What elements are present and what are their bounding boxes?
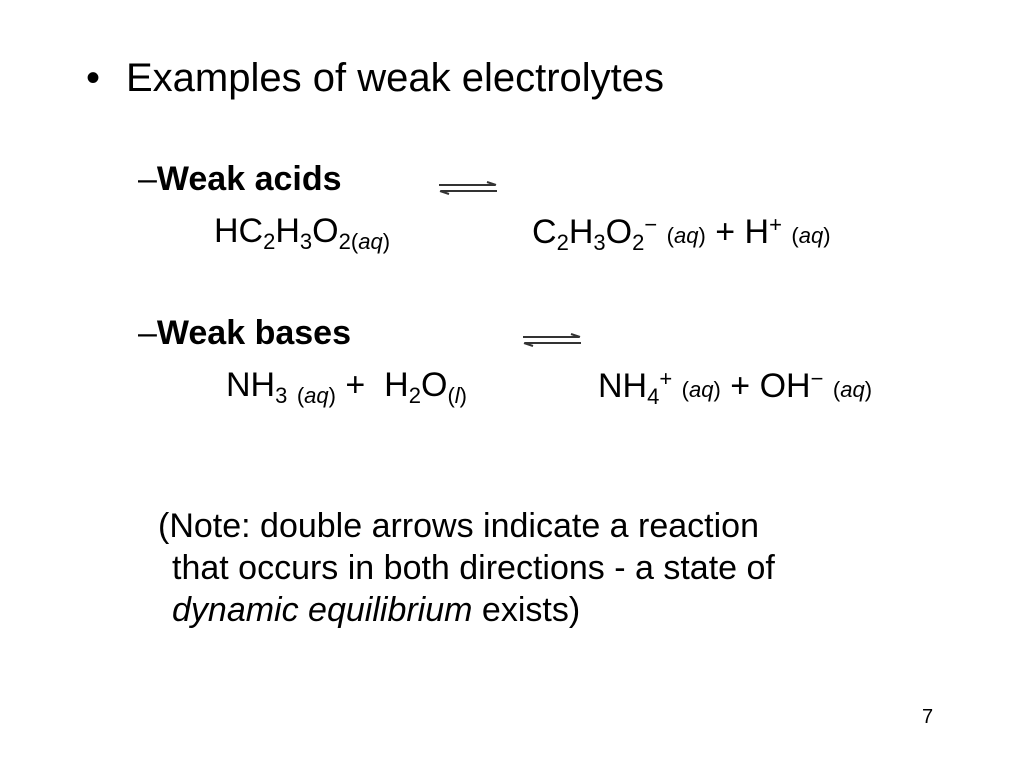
weak-acids-heading: –Weak acids: [138, 160, 342, 198]
equilibrium-arrow-icon: [521, 333, 583, 347]
note-line-3: dynamic equilibrium exists): [172, 591, 581, 629]
base-reactants: NH3 (aq) + H2O(l): [226, 366, 467, 408]
weak-bases-label: Weak bases: [156, 314, 351, 352]
base-products: NH4+ (aq) + OH− (aq): [598, 366, 873, 409]
equilibrium-arrow-icon: [437, 181, 499, 195]
acid-products: C2H3O2− (aq) + H+ (aq): [532, 212, 831, 255]
note-paragraph: (Note: double arrows indicate a reaction…: [158, 505, 775, 631]
title-text: Examples of weak electrolytes: [126, 56, 665, 100]
slide-title: • Examples of weak electrolytes: [86, 56, 664, 101]
weak-bases-heading: –Weak bases: [138, 314, 351, 352]
weak-acids-label: Weak acids: [156, 160, 342, 198]
page-number: 7: [922, 706, 934, 728]
note-emphasis: dynamic equilibrium: [172, 591, 473, 629]
note-line-1: (Note: double arrows indicate a reaction: [158, 507, 759, 545]
bullet-marker: •: [86, 56, 101, 100]
acid-reactant: HC2H3O2(aq): [214, 212, 391, 254]
note-line-2: that occurs in both directions - a state…: [172, 549, 775, 587]
